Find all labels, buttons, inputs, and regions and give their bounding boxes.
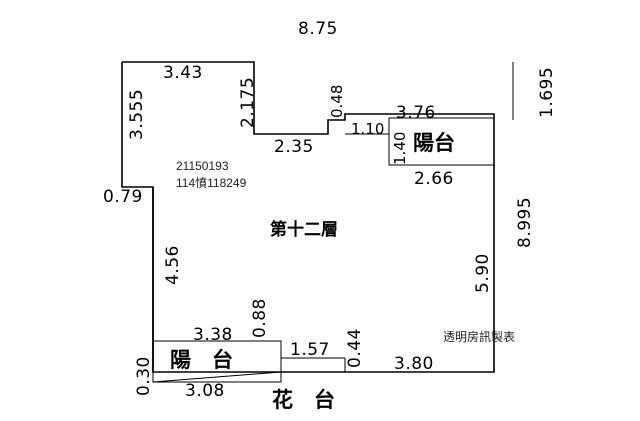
planter-box	[152, 371, 282, 383]
dim-right-overhang: 1.695	[537, 67, 557, 118]
dim-right-lower-height: 5.90	[473, 253, 493, 293]
dim-bottom-balcony-width: 3.38	[193, 325, 233, 345]
dim-left-lower-height: 4.56	[163, 245, 183, 285]
dim-planter-depth: 0.30	[134, 356, 154, 396]
dim-left-step: 0.79	[103, 187, 143, 207]
dim-balcony-inner-width: 2.66	[414, 169, 454, 189]
dim-bottom-mid-depth: 0.44	[345, 328, 365, 368]
watermark-text: 透明房訊製表	[443, 329, 515, 344]
label-balcony-upper: 陽台	[413, 131, 455, 155]
label-balcony-lower: 陽 台	[170, 348, 233, 372]
dim-top-total: 8.75	[298, 19, 338, 39]
dim-bottom-balcony-depth: 0.88	[250, 298, 270, 338]
dim-notch-width: 2.35	[274, 137, 314, 157]
reference-line-1: 21150193	[176, 159, 229, 173]
dim-notch-height: 2.175	[238, 77, 258, 128]
dim-left-upper-height: 3.555	[127, 89, 147, 140]
planter-diagonal	[152, 371, 282, 383]
dim-bottom-right-width: 3.80	[394, 354, 434, 374]
label-planter: 花 台	[272, 388, 335, 412]
outer-wall-outline	[121, 61, 495, 373]
outer-wall	[121, 61, 495, 373]
dim-balcony-top-width: 3.76	[396, 103, 436, 123]
reference-line-2: 114憤118249	[176, 176, 247, 190]
dim-step-width: 1.10	[351, 120, 384, 138]
label-floor-name: 第十二層	[270, 219, 338, 240]
planter	[152, 371, 282, 383]
dim-step-height: 0.48	[328, 85, 346, 118]
dim-balcony-side: 1.40	[391, 132, 409, 165]
dim-top-left-width: 3.43	[163, 63, 203, 83]
dim-bottom-mid-width: 1.57	[290, 340, 330, 360]
upper-balcony	[345, 117, 495, 166]
dim-right-total-height: 8.995	[515, 197, 535, 248]
dim-planter-width: 3.08	[185, 381, 225, 401]
